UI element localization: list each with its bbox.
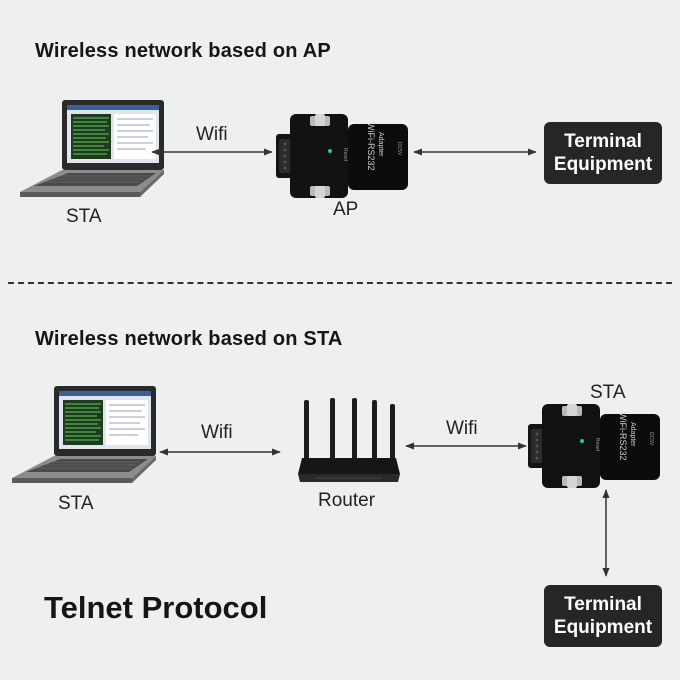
sta-adapter-subtext: Adapter [629,422,636,447]
sta-adapter-icon [528,404,660,488]
ap-label: AP [333,199,359,220]
ap-adapter-icon [276,114,408,198]
sta-terminal-equipment-box: Terminal Equipment [544,585,662,647]
section-divider [8,282,672,284]
ap-terminal-equipment-box: Terminal Equipment [544,122,662,184]
router-label: Router [318,490,376,511]
ap-terminal-line1: Terminal [564,131,642,152]
sta-section-heading: Wireless network based on STA [35,328,343,350]
ap-adapter-reset: Reset [342,148,348,162]
ap-wifi-label: Wifi [196,124,228,145]
sta-wifi-label-left: Wifi [201,422,233,443]
sta-laptop-icon-2 [11,385,157,484]
telnet-protocol-title: Telnet Protocol [44,590,268,625]
sta-laptop-icon [19,99,165,198]
sta-adapter-reset: Reset [594,438,600,452]
sta-adapter-dc: DC5V [648,432,654,446]
sta-terminal-line1: Terminal [564,594,642,615]
sta-adapter-text: WiFi-RS232 [618,412,628,461]
sta-right-label: STA [590,382,626,403]
sta-left-label: STA [58,493,94,514]
router-icon [297,397,401,483]
sta-terminal-line2: Equipment [553,617,653,638]
ap-terminal-line2: Equipment [553,154,653,175]
ap-adapter-dc: DC5V [396,142,402,156]
ap-adapter-text: WiFi-RS232 [366,122,376,171]
ap-sta-label: STA [66,206,102,227]
ap-section-heading: Wireless network based on AP [35,40,331,62]
ap-adapter-subtext: Adapter [377,132,384,157]
sta-wifi-label-right: Wifi [446,418,478,439]
